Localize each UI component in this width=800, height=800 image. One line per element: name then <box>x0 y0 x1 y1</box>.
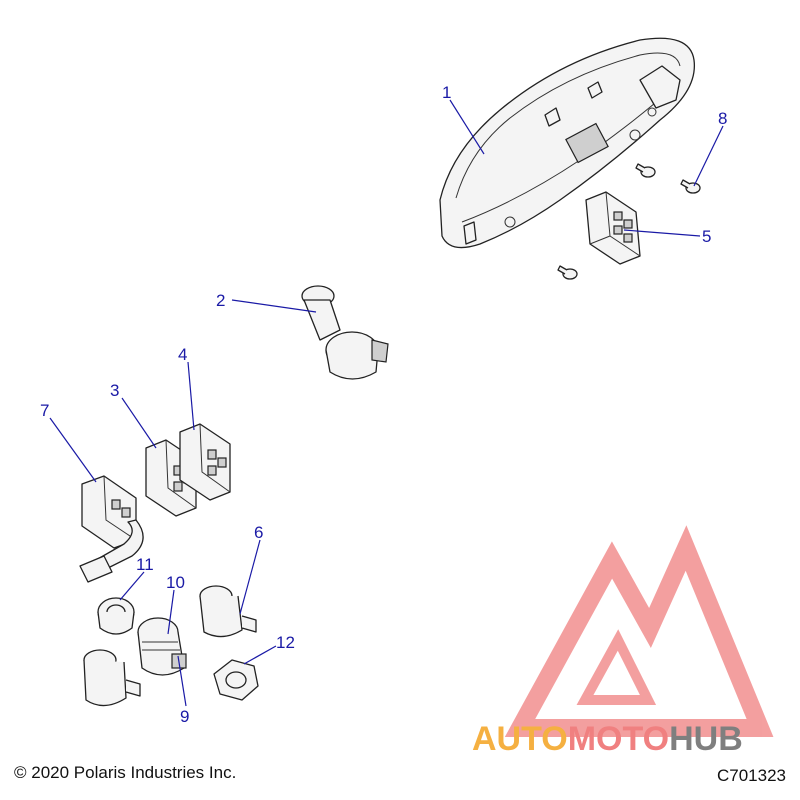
screw-8[interactable] <box>557 163 701 280</box>
callout-2: 2 <box>216 291 225 310</box>
callout-9: 9 <box>180 707 189 726</box>
instrument-cluster[interactable] <box>439 37 696 249</box>
switch-harness-7[interactable] <box>79 475 144 583</box>
callout-7: 7 <box>40 401 49 420</box>
watermark-logo <box>504 525 774 737</box>
callout-1: 1 <box>442 83 451 102</box>
watermark-auto: AUTO <box>472 720 568 758</box>
callout-labels: 1 2 3 4 5 6 7 8 9 10 11 12 <box>40 83 727 726</box>
bulb-9[interactable] <box>83 649 141 707</box>
watermark-moto: MOTO <box>568 720 669 758</box>
switch-module-4[interactable] <box>179 423 231 501</box>
copyright-text: © 2020 Polaris Industries Inc. <box>14 763 237 782</box>
callout-5: 5 <box>702 227 711 246</box>
watermark-hub: HUB <box>669 720 743 758</box>
nut-12[interactable] <box>213 659 259 701</box>
leader-lines <box>49 99 724 707</box>
clip-ring-11[interactable] <box>97 597 135 635</box>
socket-10[interactable] <box>137 617 187 676</box>
connector-5[interactable] <box>585 191 641 265</box>
watermark-text: AUTOMOTOHUB <box>472 720 743 758</box>
callout-10: 10 <box>166 573 185 592</box>
diagram-code: C701323 <box>716 766 786 785</box>
callout-4: 4 <box>178 345 187 364</box>
callout-12: 12 <box>276 633 295 652</box>
callout-11: 11 <box>136 555 154 574</box>
bulb-6[interactable] <box>199 585 257 638</box>
callout-8: 8 <box>718 109 727 128</box>
callout-6: 6 <box>254 523 263 542</box>
ignition-switch-2[interactable] <box>301 285 389 380</box>
callout-3: 3 <box>110 381 119 400</box>
